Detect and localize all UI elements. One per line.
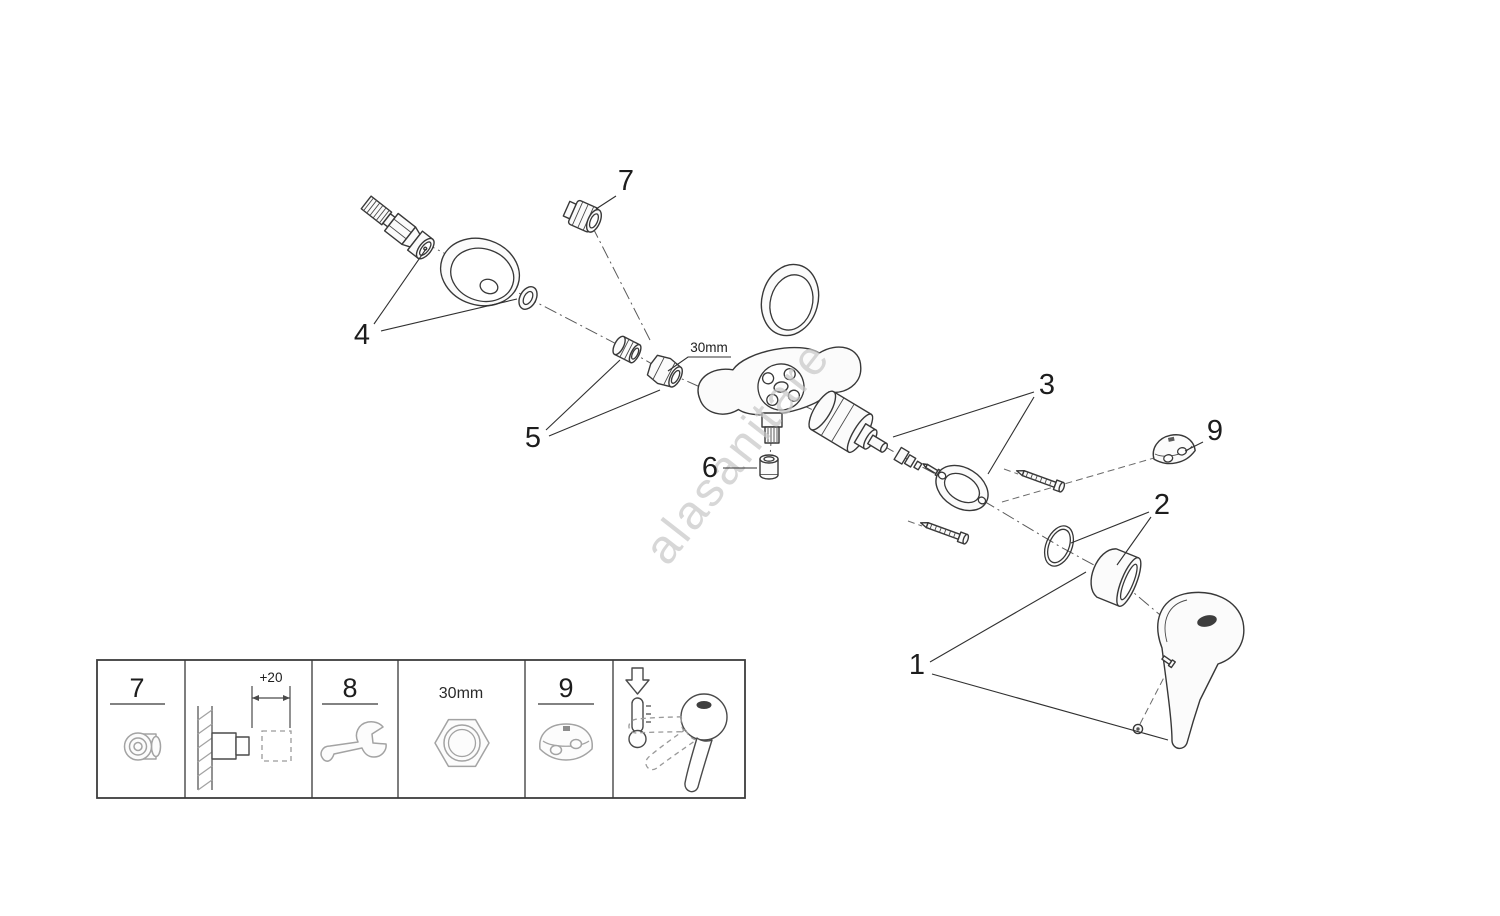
leader-part7 <box>595 195 617 210</box>
legend-part7-label: 7 <box>129 673 144 703</box>
legend-wall-mount-diagram: +20 <box>197 670 292 791</box>
o-ring <box>1043 525 1075 567</box>
leader-part4 <box>373 248 518 332</box>
legend-dashed-fitting <box>261 730 292 762</box>
part-label-4: 4 <box>354 319 370 351</box>
mounting-screw-1 <box>1015 470 1066 493</box>
part-label-7: 7 <box>618 165 634 197</box>
part5-adapter <box>612 335 642 364</box>
axis-line-part7 <box>591 225 651 341</box>
dash-line-part9 <box>1001 457 1155 503</box>
down-arrow-icon <box>625 667 650 695</box>
legend-wall-dimension: +20 <box>260 670 283 685</box>
thermometer-icon <box>631 697 644 733</box>
part4-escutcheon <box>439 237 521 307</box>
part7-adapter <box>562 199 603 233</box>
part5-nut <box>646 354 683 388</box>
part3-cartridge <box>808 390 889 454</box>
mounting-screw-2 <box>919 522 970 545</box>
part-label-5: 5 <box>525 422 541 454</box>
cartridge-dome-cap <box>1090 548 1142 607</box>
legend-handle-icon <box>628 693 728 793</box>
handle-badge <box>1197 615 1217 627</box>
part-label-9: 9 <box>1207 415 1223 447</box>
body-escutcheon <box>760 263 820 337</box>
nut-dimension-label: 30mm <box>690 340 728 355</box>
part4-washer <box>518 286 538 310</box>
leader-part1 <box>929 571 1169 741</box>
dash-line-screw1 <box>1003 468 1019 475</box>
nut-dimension-leader <box>667 356 731 372</box>
part-label-3: 3 <box>1039 369 1055 401</box>
dim-arrow-right <box>283 695 290 701</box>
part3-fasteners <box>893 446 923 471</box>
part-label-2: 2 <box>1154 489 1170 521</box>
legend-part8-label: 8 <box>342 673 357 703</box>
legend-nut-size: 30mm <box>439 685 483 702</box>
handle-lever <box>1157 591 1245 750</box>
leader-part5 <box>545 359 661 437</box>
legend-part7-icon <box>123 732 162 761</box>
legend: 7 +20 8 30mm <box>96 659 746 799</box>
legend-wrench-icon <box>320 721 387 762</box>
legend-part9-label: 9 <box>558 673 573 703</box>
part4-union-fitting <box>360 195 435 260</box>
dim-arrow-left <box>252 695 259 701</box>
legend-temperature-icon <box>625 667 651 749</box>
handle-set-screw <box>1161 655 1176 669</box>
part9-cap <box>1152 434 1196 465</box>
leader-part3 <box>892 391 1035 475</box>
legend-nut-icon <box>434 718 490 768</box>
leader-part2 <box>1070 511 1152 566</box>
mounting-flange <box>935 464 989 512</box>
part6-check-valve <box>759 454 779 480</box>
dash-line-screw2 <box>907 520 923 527</box>
leader-part9 <box>1184 441 1204 452</box>
legend-part9-icon <box>539 723 593 761</box>
part-label-6: 6 <box>702 452 718 484</box>
faucet-body <box>697 346 862 444</box>
part-label-1: 1 <box>909 649 925 681</box>
